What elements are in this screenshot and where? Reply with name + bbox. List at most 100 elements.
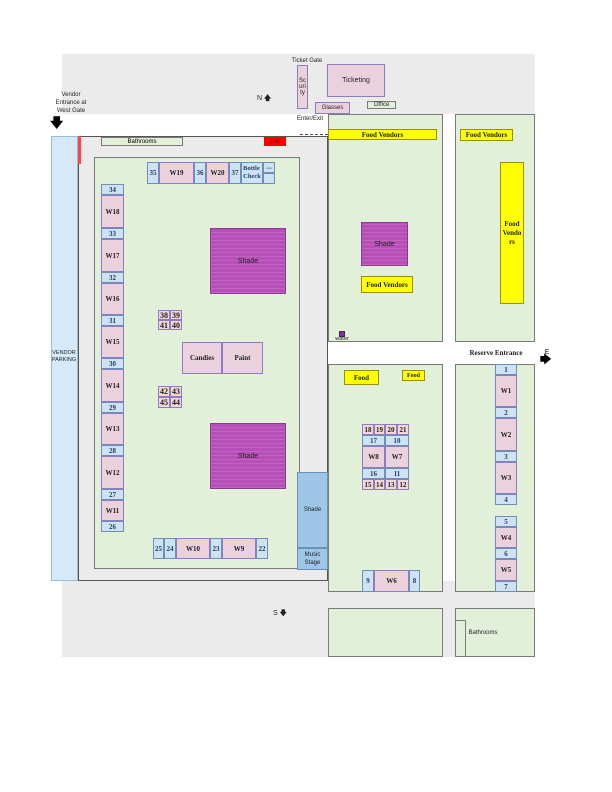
water-label: water [335,336,349,342]
bottle-check: Bottle Check [241,162,263,184]
booth-W15[interactable]: W15 [101,326,124,358]
booth-37[interactable]: 37 [229,162,241,184]
booth-15[interactable]: 15 [362,479,374,490]
booth-36[interactable]: 36 [194,162,206,184]
booth-34[interactable]: 34 [101,184,124,195]
shade-north-west: Shade [210,228,286,294]
booth-W12[interactable]: W12 [101,456,124,489]
booth-W18[interactable]: W18 [101,195,124,228]
entry-path-line [300,134,328,135]
booth-W2[interactable]: W2 [495,418,517,451]
booth-W8[interactable]: W8 [362,446,385,468]
booth-W17[interactable]: W17 [101,239,124,272]
booth-35[interactable]: 35 [147,162,159,184]
booth-13[interactable]: 13 [385,479,397,490]
booth-28[interactable]: 28 [101,445,124,456]
booth-3[interactable]: 3 [495,451,517,462]
booth-W14[interactable]: W14 [101,369,124,402]
south-field-middle [328,608,443,657]
south-marker: S 🡇 [273,609,287,620]
booth-W13[interactable]: W13 [101,413,124,445]
booth-19[interactable]: 19 [374,424,385,435]
booth-12[interactable]: 12 [397,479,409,490]
booth-40[interactable]: 40 [170,320,182,330]
west-field-exit-strip [78,136,81,164]
shade-stage: Shade [297,472,328,548]
booth-39[interactable]: 39 [170,310,182,320]
paint-booth[interactable]: Paint [222,342,263,374]
north-label: N [257,95,263,102]
north-marker: N 🡅 [257,94,271,105]
booth-26[interactable]: 26 [101,521,124,532]
north-arrow-icon: 🡅 [264,95,272,102]
booth-17[interactable]: 17 [362,435,385,446]
booth-44[interactable]: 44 [170,397,182,408]
booth-8[interactable]: 8 [409,570,420,592]
booth-W11[interactable]: W11 [101,500,124,521]
booth-42[interactable]: 42 [158,386,170,397]
booth-20[interactable]: 20 [385,424,397,435]
food-vendors-east: Food Vendors [460,129,513,141]
booth-W9[interactable]: W9 [222,538,256,559]
candies-booth[interactable]: Candies [182,342,222,374]
booth-24[interactable]: 24 [164,538,176,559]
booth-9[interactable]: 9 [362,570,374,592]
booth-W10[interactable]: W10 [176,538,210,559]
booth-23[interactable]: 23 [210,538,222,559]
booth-W7[interactable]: W7 [385,446,409,468]
booth-W3[interactable]: W3 [495,462,517,494]
shade-south-west: Shade [210,423,286,489]
booth-30[interactable]: 30 [101,358,124,369]
booth-33[interactable]: 33 [101,228,124,239]
vendor-entrance-arrow-icon: 🡇 [50,115,64,130]
booth-45[interactable]: 45 [158,397,170,408]
booth-32[interactable]: 32 [101,272,124,283]
reserve-entrance-label: Reserve Entrance [469,349,523,357]
bathrooms-bottom-box [455,620,466,657]
booth-29[interactable]: 29 [101,402,124,413]
tent-tag-lower [263,173,275,184]
east-label: E [544,349,550,356]
shade-food-court: Shade [361,222,408,266]
booth-7[interactable]: 7 [495,581,517,592]
south-label: S [273,610,278,617]
south-arrow-icon: 🡇 [279,610,287,617]
east-arrow-icon: 🡆 [540,354,552,366]
booth-5[interactable]: 5 [495,516,517,527]
booth-14[interactable]: 14 [374,479,385,490]
booth-31[interactable]: 31 [101,315,124,326]
food-booth-right: Food [402,370,425,381]
music-stage: Music Stage [297,548,328,570]
vendor-entrance-label: Vendor Entrance at West Gate [55,92,87,114]
booth-W16[interactable]: W16 [101,283,124,315]
booth-25[interactable]: 25 [153,538,164,559]
booth-W20[interactable]: W20 [206,162,229,184]
vendor-parking-label: VENDOR PARKING [51,350,77,363]
bathrooms-bottom: Bathrooms [468,630,498,636]
food-booth-left: Food [344,370,379,385]
water-station-icon [339,331,345,337]
bathrooms-top: Bathrooms [101,137,183,146]
booth-11[interactable]: 11 [385,468,409,479]
booth-6[interactable]: 6 [495,548,517,559]
booth-10[interactable]: 10 [385,435,409,446]
booth-22[interactable]: 22 [256,538,268,559]
booth-41[interactable]: 41 [158,320,170,330]
booth-4[interactable]: 4 [495,494,517,505]
booth-43[interactable]: 43 [170,386,182,397]
booth-27[interactable]: 27 [101,489,124,500]
booth-16[interactable]: 16 [362,468,385,479]
booth-W6[interactable]: W6 [374,570,409,592]
booth-18[interactable]: 18 [362,424,374,435]
booth-W1[interactable]: W1 [495,375,517,407]
exit-sign: Exit [264,137,286,146]
booth-21[interactable]: 21 [397,424,409,435]
booth-W19[interactable]: W19 [159,162,194,184]
booth-1[interactable]: 1 [495,364,517,375]
south-field-east [455,608,535,657]
ticketing-booth: Ticketing [327,64,385,97]
booth-W4[interactable]: W4 [495,527,517,548]
booth-W5[interactable]: W5 [495,559,517,581]
booth-38[interactable]: 38 [158,310,170,320]
booth-2[interactable]: 2 [495,407,517,418]
